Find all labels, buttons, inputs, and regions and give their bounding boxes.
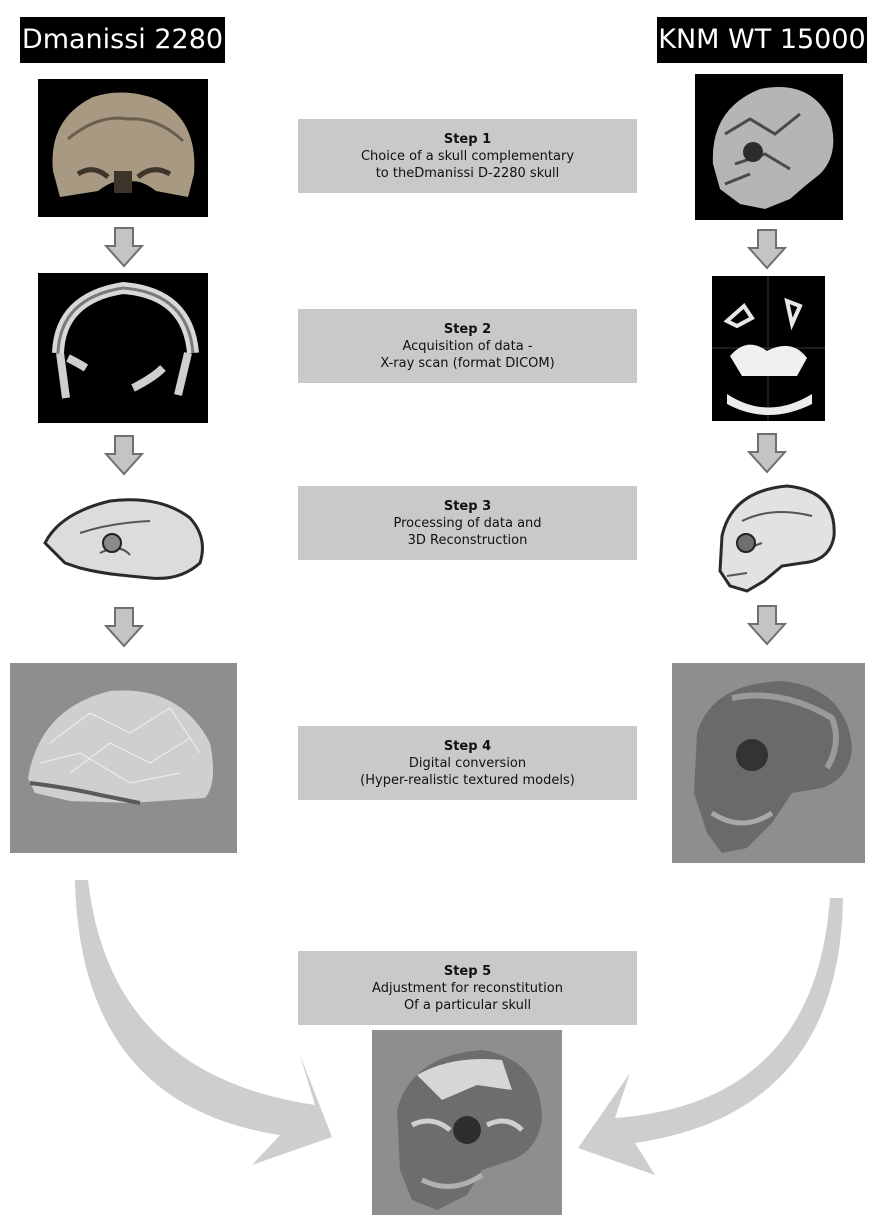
down-arrow-icon: [104, 606, 144, 648]
step-title: Step 5: [444, 963, 491, 980]
step-title: Step 4: [444, 738, 491, 755]
step-line: Choice of a skull complementary: [361, 148, 574, 165]
step-line: 3D Reconstruction: [408, 532, 528, 549]
down-arrow-icon: [104, 434, 144, 476]
knm-skull-photo: [695, 74, 843, 220]
dmanissi-skull-photo: [38, 79, 208, 217]
knm-3d-reconstruction: [702, 481, 842, 599]
down-arrow-icon: [747, 228, 787, 270]
step-line: Of a particular skull: [404, 997, 531, 1014]
dmanissi-textured-model: [10, 663, 237, 853]
step-title: Step 2: [444, 321, 491, 338]
reconstituted-skull-model: [372, 1030, 562, 1215]
knm-textured-model: [672, 663, 865, 863]
step-title: Step 1: [444, 131, 491, 148]
left-curved-arrow-icon: [70, 875, 335, 1175]
right-curved-arrow-icon: [575, 893, 845, 1178]
right-specimen-header: KNM WT 15000: [657, 17, 867, 63]
step-line: Processing of data and: [393, 515, 541, 532]
step-3-box: Step 3 Processing of data and 3D Reconst…: [298, 486, 637, 560]
step-2-box: Step 2 Acquisition of data - X-ray scan …: [298, 309, 637, 383]
step-line: to theDmanissi D-2280 skull: [376, 165, 560, 182]
step-line: Digital conversion: [409, 755, 526, 772]
step-line: X-ray scan (format DICOM): [380, 355, 554, 372]
step-4-box: Step 4 Digital conversion (Hyper-realist…: [298, 726, 637, 800]
down-arrow-icon: [104, 226, 144, 268]
step-line: Adjustment for reconstitution: [372, 980, 563, 997]
step-5-box: Step 5 Adjustment for reconstitution Of …: [298, 951, 637, 1025]
down-arrow-icon: [747, 432, 787, 474]
left-specimen-header: Dmanissi 2280: [20, 17, 225, 63]
step-title: Step 3: [444, 498, 491, 515]
dmanissi-xray-scan: [38, 273, 208, 423]
knm-ct-scan: [712, 276, 825, 421]
dmanissi-3d-reconstruction: [40, 493, 208, 588]
step-line: (Hyper-realistic textured models): [360, 772, 575, 789]
step-line: Acquisition of data -: [402, 338, 532, 355]
step-1-box: Step 1 Choice of a skull complementary t…: [298, 119, 637, 193]
down-arrow-icon: [747, 604, 787, 646]
